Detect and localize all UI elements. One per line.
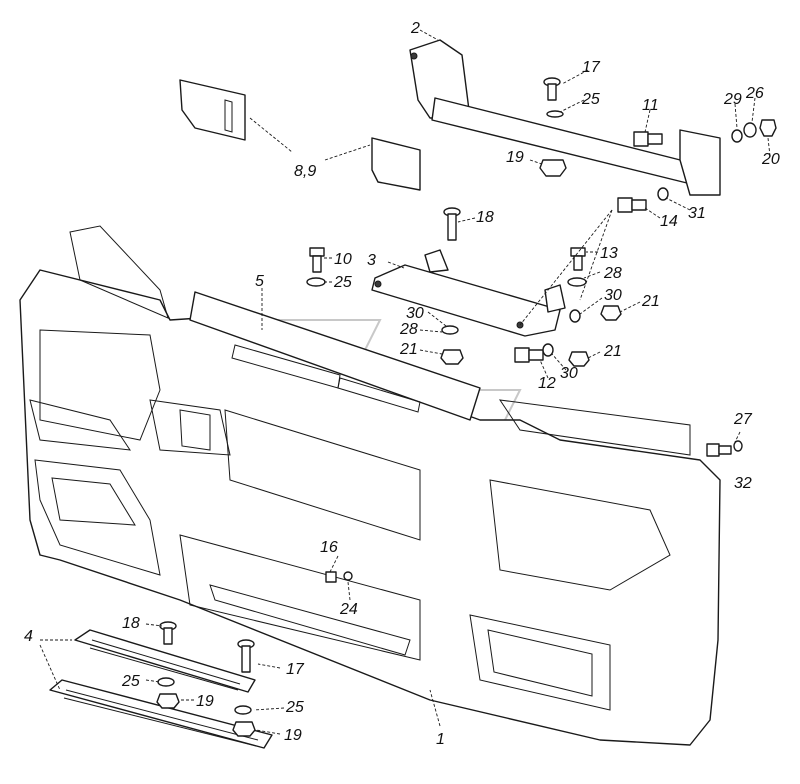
upper-bracket-beam (409, 39, 721, 196)
bolt-13 (570, 247, 586, 271)
callout-2: 2 (410, 20, 420, 37)
callout-25-d: 25 (285, 699, 304, 716)
leader-8-9-b (324, 144, 371, 161)
trim-panel-left (179, 79, 246, 141)
callout-17-upper: 17 (582, 59, 601, 76)
lower-mounting-plate (371, 249, 566, 337)
callout-25-a: 25 (333, 274, 352, 291)
nuts-and-washers (156, 110, 777, 737)
callout-11: 11 (642, 97, 659, 114)
bolt-16 (325, 571, 353, 583)
callout-4: 4 (24, 628, 33, 645)
grille-mesh-upper (74, 629, 256, 693)
callout-labels: 1 2 3 4 5 8,9 10 11 12 13 14 16 17 17 18… (24, 20, 780, 748)
callout-19-mid: 19 (196, 693, 214, 710)
leader-lines (145, 29, 771, 735)
bolt-18-lower (159, 621, 177, 645)
bolt-11 (633, 131, 663, 147)
callout-30-a: 30 (604, 287, 622, 304)
callout-30-b: 30 (406, 305, 424, 322)
leader-8-9-a (249, 117, 293, 153)
leader-4-b (39, 644, 61, 691)
callout-10: 10 (334, 251, 352, 268)
callout-14: 14 (660, 213, 678, 230)
callout-16: 16 (320, 539, 338, 556)
callout-19-lower: 19 (284, 727, 302, 744)
callout-26: 26 (745, 85, 764, 102)
callout-17-lower: 17 (286, 661, 305, 678)
callout-24: 24 (339, 601, 358, 618)
callout-18-lower: 18 (122, 615, 140, 632)
callout-12: 12 (538, 375, 556, 392)
callout-21-mid: 21 (603, 343, 622, 360)
bolt-10 (309, 247, 325, 273)
callout-28-a: 28 (603, 265, 622, 282)
callout-18-upper: 18 (476, 209, 494, 226)
callout-31: 31 (688, 205, 706, 222)
callout-21-left: 21 (399, 341, 418, 358)
bolt-27 (706, 443, 732, 457)
callout-3: 3 (367, 252, 376, 269)
callout-25-b: 25 (581, 91, 600, 108)
callout-1: 1 (436, 731, 445, 748)
callout-21-right: 21 (641, 293, 660, 310)
callout-19-upper: 19 (506, 149, 524, 166)
callout-13: 13 (600, 245, 618, 262)
bolt-12 (514, 347, 544, 363)
callout-25-c: 25 (121, 673, 140, 690)
callout-27: 27 (733, 411, 753, 428)
callout-29: 29 (723, 91, 742, 108)
callout-20: 20 (761, 151, 780, 168)
callout-5: 5 (255, 273, 264, 290)
bolt-17-upper (543, 77, 561, 101)
upper-trim-strip (189, 291, 481, 421)
bolt-14 (617, 197, 647, 213)
bolt-17-lower (237, 639, 255, 673)
callout-8-9: 8,9 (294, 163, 316, 180)
bumper-body (19, 225, 721, 746)
trim-panel-right (371, 137, 421, 191)
callout-28-b: 28 (399, 321, 418, 338)
bolt-18-upper (443, 207, 461, 241)
callout-30-c: 30 (560, 365, 578, 382)
callout-32: 32 (734, 475, 752, 492)
grille-mesh-lower (49, 679, 273, 749)
